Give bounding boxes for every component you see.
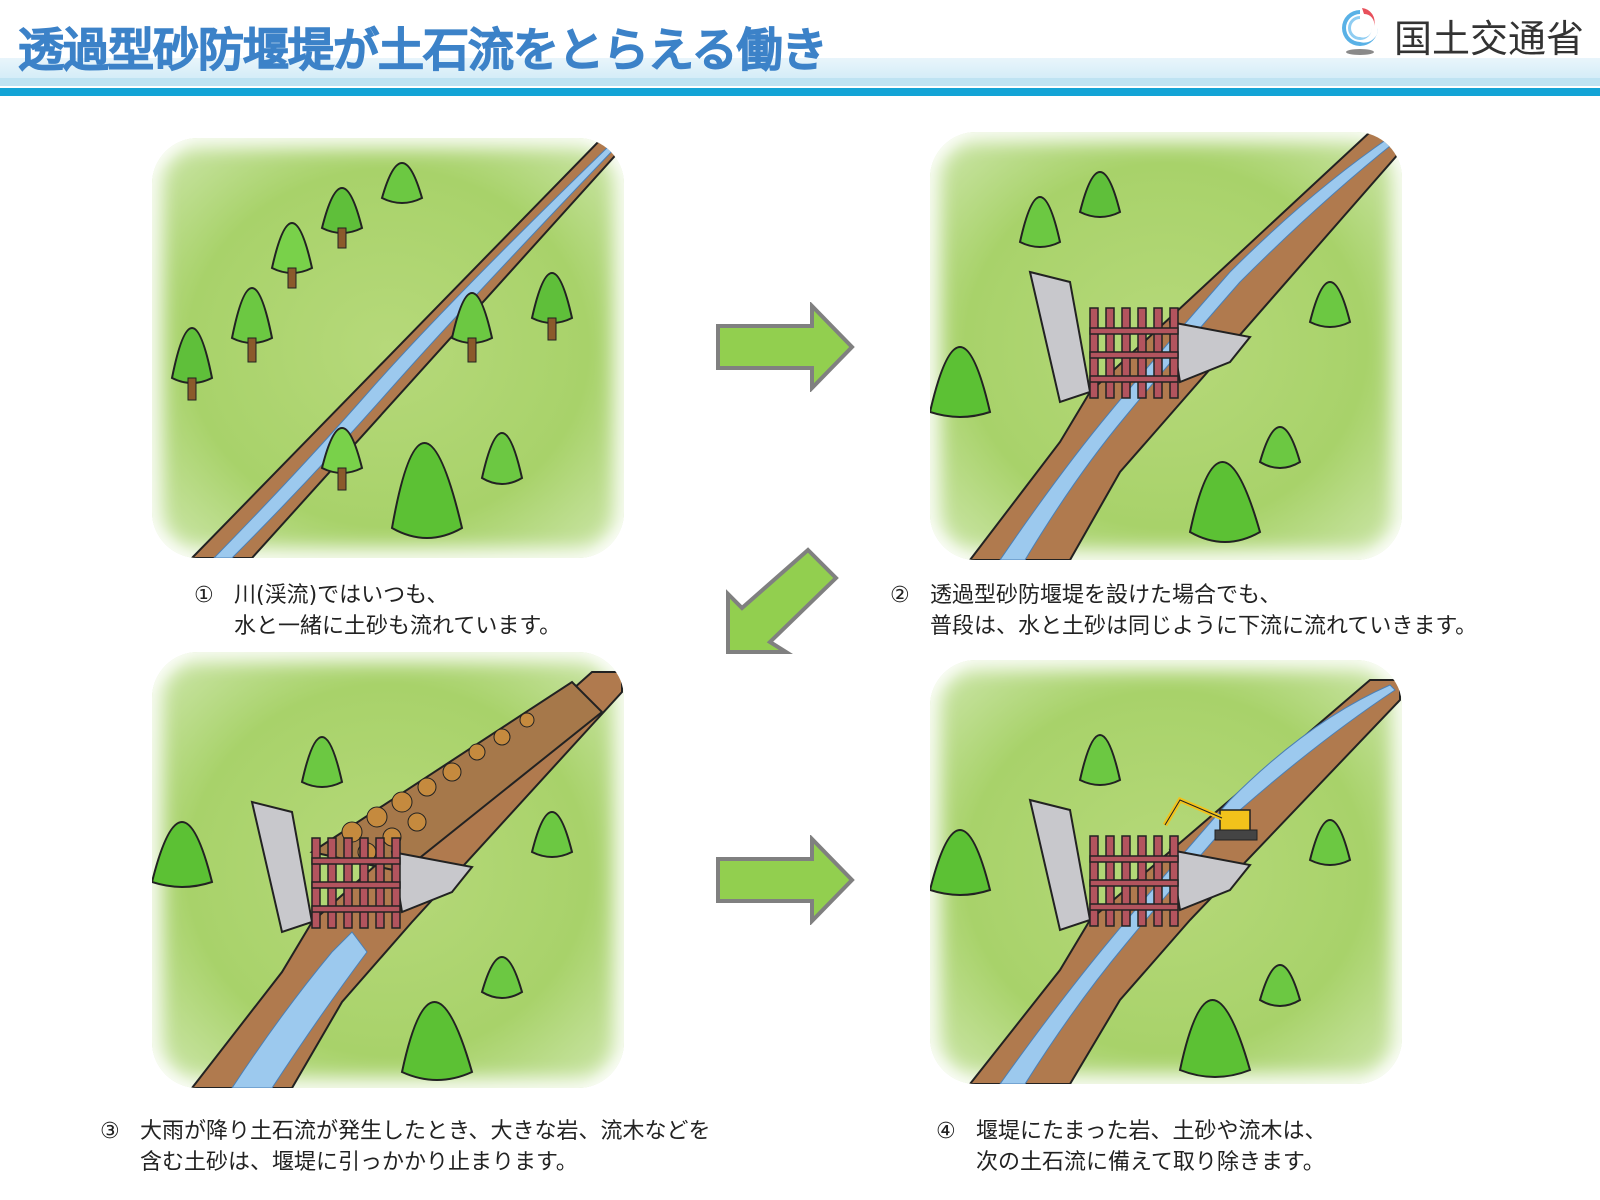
steel-grid-dam xyxy=(1089,307,1179,399)
step-4-number: ④ xyxy=(936,1119,956,1144)
steel-grid-dam xyxy=(1089,835,1179,927)
steel-grid-dam xyxy=(311,837,401,929)
debris-capture-illustration xyxy=(152,671,623,1088)
open-dam-illustration xyxy=(930,132,1401,560)
stream-forest-illustration xyxy=(170,138,623,558)
step-4-line-2: 次の土石流に備えて取り除きます。 xyxy=(976,1150,1325,1175)
illustration-panel-3 xyxy=(152,652,624,1088)
arrow-right-icon xyxy=(716,302,855,392)
page-title: 透過型砂防堰堤が土石流をとらえる働き xyxy=(18,23,829,78)
step-2-line-1: 透過型砂防堰堤を設けた場合でも、 xyxy=(930,583,1282,608)
step-3-caption: ③ 大雨が降り土石流が発生したとき、大きな岩、流木などを 含む土砂は、堰堤に引っか… xyxy=(100,1116,710,1178)
header-band-light xyxy=(0,58,1600,80)
illustration-panel-2 xyxy=(930,132,1402,560)
step-4-line-1: 堰堤にたまった岩、土砂や流木は、 xyxy=(976,1119,1327,1144)
mlit-logo-icon xyxy=(1342,8,1379,55)
tree-group xyxy=(170,162,574,539)
ministry-name: 国土交通省 xyxy=(1394,17,1585,61)
step-1-line-2: 水と一緒に土砂も流れています。 xyxy=(234,614,562,639)
illustration-panel-4 xyxy=(930,660,1402,1084)
step-1-caption: ① 川(渓流)ではいつも、 水と一緒に土砂も流れています。 xyxy=(194,580,561,642)
arrow-right-icon xyxy=(716,835,855,925)
step-4-caption: ④ 堰堤にたまった岩、土砂や流木は、 次の土石流に備えて取り除きます。 xyxy=(936,1116,1326,1178)
header: 透過型砂防堰堤が土石流をとらえる働き 国土交通省 xyxy=(0,0,1600,98)
step-2-caption: ② 透過型砂防堰堤を設けた場合でも、 普段は、水と土砂は同じように下流に流れていき… xyxy=(890,580,1477,642)
header-band-mid xyxy=(0,78,1600,86)
header-band-dark xyxy=(0,88,1600,96)
debris-removal-illustration xyxy=(930,679,1401,1084)
step-3-line-1: 大雨が降り土石流が発生したとき、大きな岩、流木などを xyxy=(140,1119,711,1144)
step-3-number: ③ xyxy=(100,1119,120,1144)
illustration-panel-1 xyxy=(152,138,624,558)
step-2-line-2: 普段は、水と土砂は同じように下流に流れていきます。 xyxy=(930,614,1478,639)
step-3-line-2: 含む土砂は、堰堤に引っかかり止まります。 xyxy=(140,1150,578,1175)
arrow-down-left-icon xyxy=(726,547,839,654)
step-2-number: ② xyxy=(890,583,910,608)
step-1-number: ① xyxy=(194,583,214,608)
step-1-line-1: 川(渓流)ではいつも、 xyxy=(234,583,449,608)
excavator-icon xyxy=(1162,796,1258,841)
